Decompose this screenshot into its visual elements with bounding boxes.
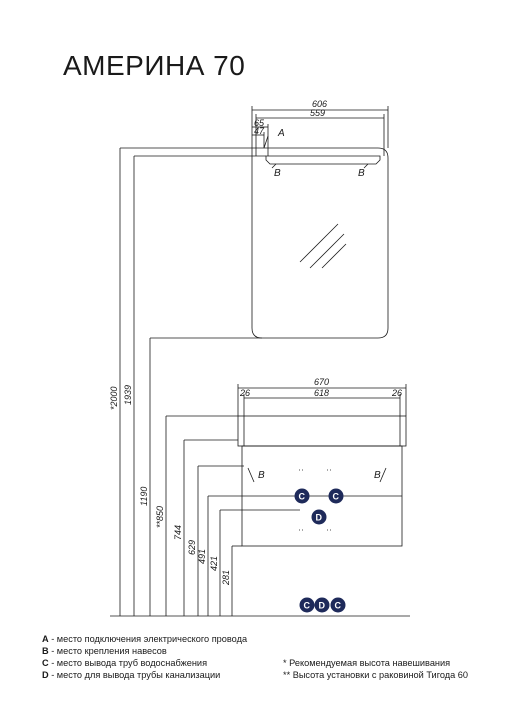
svg-text:C: C [335,601,342,611]
marker-c-right [328,488,344,504]
legend-left: A - место подключения электрического про… [42,633,247,681]
legend-note-install-height: ** Высота установки с раковиной Тигода 6… [283,670,468,680]
mirror-label-b-left: B [274,168,281,179]
height-label-629: 629 [187,540,197,555]
svg-text:C: C [333,492,340,502]
height-label-850: **850 [155,506,165,528]
legend-item-d: D - место для вывода трубы канализации [42,670,221,680]
height-label-1939: 1939 [123,385,133,405]
legend-item-c: C - место вывода труб водоснабжения [42,658,208,668]
cabinet-side-right: 26 [391,388,402,398]
legend-item-a: A - место подключения электрического про… [42,634,248,644]
cabinet-overall-width: 670 [314,377,329,387]
height-label-491: 491 [197,549,207,564]
height-label-2000: *2000 [109,386,119,410]
cabinet-label-b-left: B [258,470,265,481]
cabinet-side-left: 26 [239,388,250,398]
svg-text:D: D [319,601,326,611]
height-label-281: 281 [221,570,231,586]
height-label-1190: 1190 [139,487,149,506]
marker-d [311,509,327,525]
mirror-label-a: A [277,128,285,139]
floor-marker-c-right [330,597,346,613]
height-dimension-lines [110,147,410,617]
height-label-421: 421 [209,556,219,571]
floor-markers: C D C [299,597,346,613]
floor-marker-c-left [299,597,315,613]
mount-points [299,469,333,531]
cabinet-markers: C C D [294,488,344,525]
svg-text:C: C [304,601,311,611]
cabinet-inner-width: 618 [314,388,329,398]
svg-text:D: D [316,513,323,523]
mirror-label-b-right: B [358,168,365,179]
mirror-offset-47: 47 [254,126,265,136]
cabinet-label-b-right: B [374,470,381,481]
legend-note-recommended-height: * Рекомендуемая высота навешивания [283,658,451,668]
legend-item-b: B - место крепления навесов [42,646,167,656]
marker-c-left [294,488,310,504]
mirror [251,106,389,339]
mirror-overall-width: 606 [312,99,327,109]
legend-right: * Рекомендуемая высота навешивания ** Вы… [283,657,468,681]
mirror-inner-width: 559 [310,108,325,118]
height-label-744: 744 [173,525,183,540]
mirror-offset-65: 65 [254,118,265,128]
product-title: АМЕРИНА 70 [63,50,246,81]
floor-marker-d [314,597,330,613]
vanity-cabinet [237,384,407,547]
svg-text:C: C [299,492,306,502]
